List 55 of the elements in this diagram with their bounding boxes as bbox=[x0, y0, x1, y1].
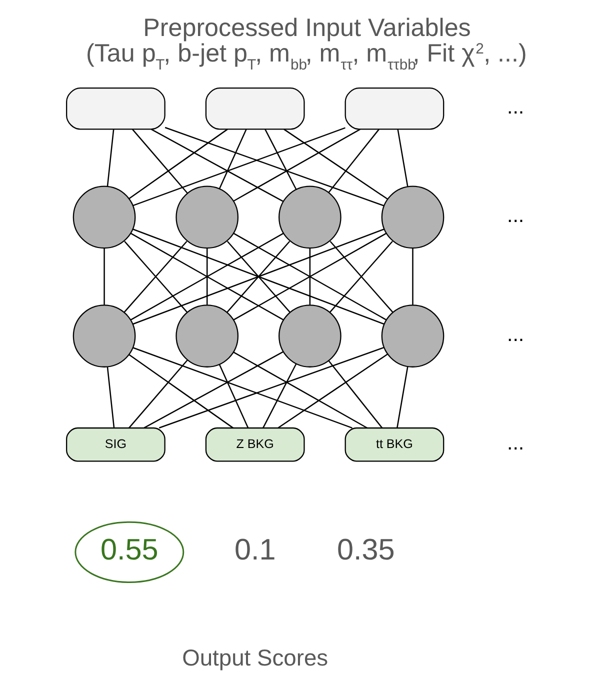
connector bbox=[132, 347, 352, 429]
connector bbox=[218, 364, 249, 428]
caption: Output Scores bbox=[182, 644, 328, 670]
connector bbox=[233, 232, 387, 320]
connector bbox=[233, 352, 368, 429]
connector bbox=[206, 248, 208, 305]
connector bbox=[262, 364, 297, 428]
node-ellipse: 0.55 bbox=[74, 521, 184, 583]
connector bbox=[309, 248, 311, 305]
connector bbox=[132, 127, 346, 206]
node-circle bbox=[72, 186, 136, 249]
connector bbox=[328, 128, 380, 194]
connector bbox=[128, 128, 228, 199]
node-box: SIG bbox=[66, 427, 166, 462]
connector bbox=[226, 240, 290, 313]
node-circle bbox=[72, 304, 136, 368]
connector bbox=[397, 129, 408, 187]
connector bbox=[218, 129, 247, 189]
node-box bbox=[205, 88, 305, 130]
connector bbox=[264, 129, 297, 190]
node-circle bbox=[381, 186, 444, 249]
connector bbox=[412, 248, 414, 305]
node-box: tt BKG bbox=[344, 427, 444, 462]
connector bbox=[132, 128, 188, 194]
connector bbox=[106, 366, 115, 428]
node-box bbox=[344, 88, 444, 130]
node-circle bbox=[176, 186, 239, 249]
connector bbox=[151, 128, 284, 202]
connector bbox=[278, 354, 388, 428]
connector bbox=[104, 248, 105, 305]
diagram-title: Preprocessed Input Variables (Tau p$_{T}$, b-jet p$_{T}$, m$_{bb}$, m$_{ττ}$, m$_{ττbb}$, Fit χ$^{2}$, ...) bbox=[86, 14, 527, 74]
connector bbox=[158, 346, 384, 428]
connector bbox=[128, 360, 188, 428]
connector bbox=[106, 129, 114, 186]
label: 0.35 bbox=[337, 533, 395, 566]
connector bbox=[144, 351, 284, 428]
label: 0.1 bbox=[234, 533, 276, 566]
connector bbox=[233, 128, 360, 202]
node-box: Z BKG bbox=[205, 427, 305, 462]
label: ... bbox=[507, 323, 524, 346]
connector bbox=[284, 128, 388, 200]
label: ... bbox=[507, 204, 524, 228]
node-circle bbox=[278, 304, 342, 368]
connector bbox=[128, 354, 234, 428]
node-box bbox=[66, 88, 166, 130]
label: ... bbox=[507, 96, 524, 119]
connector bbox=[132, 228, 384, 325]
node-circle bbox=[278, 186, 342, 249]
node-circle bbox=[176, 304, 239, 368]
connector bbox=[396, 366, 408, 428]
connector bbox=[328, 360, 383, 428]
node-circle bbox=[381, 304, 444, 368]
label: ... bbox=[507, 432, 524, 455]
connector bbox=[130, 232, 284, 320]
connector bbox=[164, 126, 384, 206]
